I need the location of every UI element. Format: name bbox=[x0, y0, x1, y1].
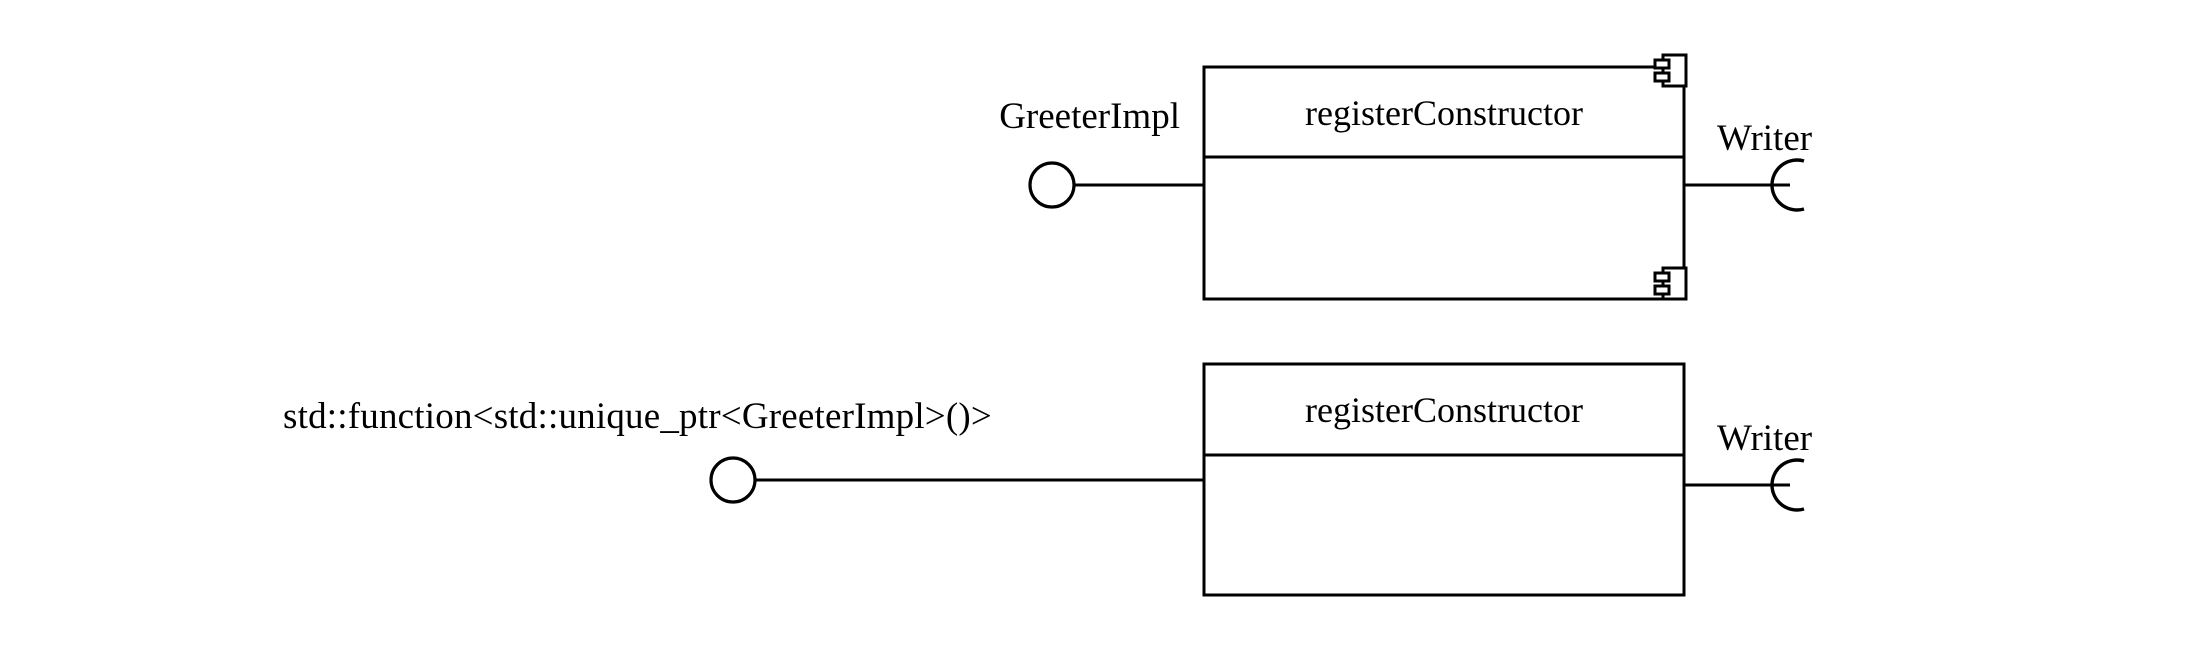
component-box-bottom[interactable] bbox=[1202, 362, 1686, 597]
provided-interface-ball-bottom[interactable] bbox=[709, 456, 757, 504]
required-interface-label-bottom: Writer bbox=[1717, 418, 1813, 459]
component-title-bottom: registerConstructor bbox=[1305, 390, 1583, 430]
component-box-top[interactable] bbox=[1202, 65, 1686, 301]
provided-interface-ball-top[interactable] bbox=[1028, 161, 1076, 209]
provided-interface-label-top: GreeterImpl bbox=[999, 96, 1180, 137]
required-interface-socket-bottom[interactable] bbox=[1770, 458, 1805, 512]
provided-interface-label-bottom: std::function<std::unique_ptr<GreeterImp… bbox=[283, 396, 992, 437]
component-title-top: registerConstructor bbox=[1305, 93, 1583, 133]
component-row-top bbox=[1028, 53, 1805, 301]
required-interface-socket-top[interactable] bbox=[1770, 158, 1805, 212]
uml-component-icon-bottom bbox=[1653, 266, 1688, 301]
uml-component-icon-top bbox=[1653, 53, 1688, 88]
required-interface-label-top: Writer bbox=[1717, 118, 1813, 159]
component-row-bottom bbox=[709, 266, 1805, 597]
